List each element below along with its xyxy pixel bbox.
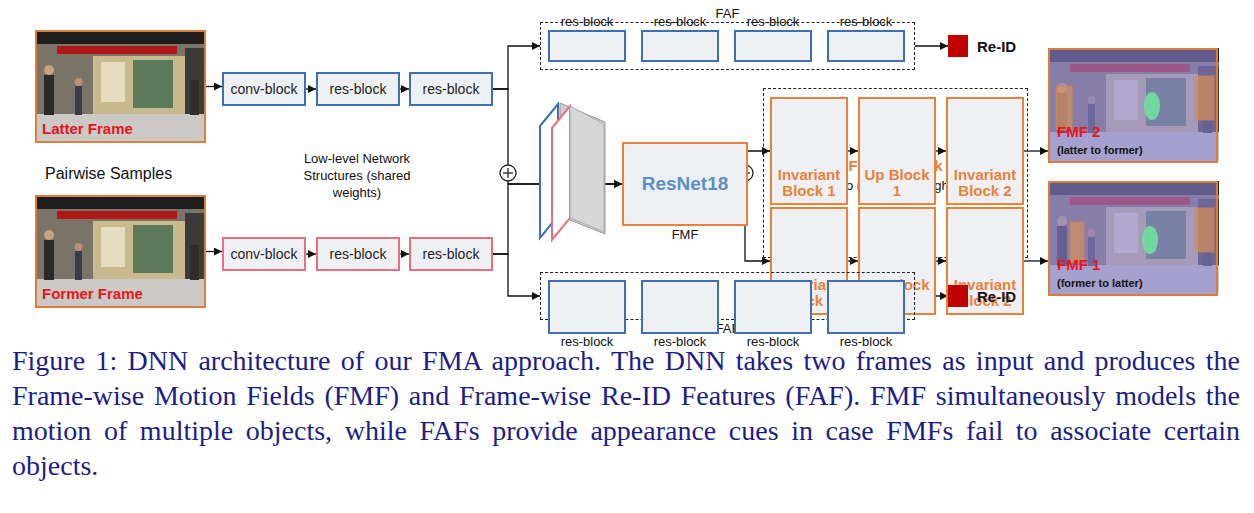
connector-arrow	[206, 86, 222, 87]
fmf-block: Invariant Block 2	[946, 97, 1024, 205]
motion-field-image	[1048, 48, 1219, 163]
fmf-output: FMF 2 (latter to former)	[1048, 48, 1218, 163]
frame-photo	[35, 30, 206, 143]
network-block: res-block	[409, 72, 493, 106]
network-block: res-block	[409, 237, 493, 271]
figure-caption: Figure 1: DNN architecture of our FMA ap…	[12, 343, 1240, 483]
node-label: FMF 1	[1057, 256, 1100, 273]
node-label: Re-ID	[977, 288, 1016, 305]
reid-output: Re-ID	[948, 285, 1016, 307]
node-label: FMF	[614, 227, 756, 242]
node-label: res-block	[423, 81, 480, 97]
node-label: Up Block 1	[860, 167, 934, 199]
node-label: res-block	[736, 14, 810, 30]
motion-field-image	[1048, 181, 1219, 296]
connector-arrow	[745, 184, 770, 261]
node-label: res-block	[643, 14, 717, 30]
connector-arrow	[493, 254, 540, 296]
connector-arrow	[915, 45, 948, 46]
fmf-block: Up Block 1	[858, 97, 936, 205]
input-frame: Latter Frame	[35, 30, 206, 143]
node-label: (former to latter)	[1057, 277, 1143, 289]
node-label: (latter to former)	[1057, 144, 1143, 156]
node-label: res-block	[330, 246, 387, 262]
network-block: res-block	[734, 280, 812, 334]
connector-arrow	[936, 150, 946, 151]
shared-network-note: Low-level Network Structures (shared wei…	[287, 150, 427, 201]
reid-output: Re-ID	[948, 35, 1016, 57]
network-block: res-block	[316, 72, 400, 106]
faf-group: FAFres-blockres-blockres-blockres-block	[540, 22, 915, 70]
node-label: ResNet18	[642, 173, 729, 195]
node-label: Invariant Block 1	[772, 167, 846, 199]
network-block: res-block	[316, 237, 400, 271]
network-block: res-block	[641, 280, 719, 334]
feature-stack	[540, 103, 605, 240]
network-block: res-block	[827, 30, 905, 62]
node-label: res-block	[423, 246, 480, 262]
connector-arrow	[206, 251, 222, 252]
input-label: Pairwise Samples	[45, 165, 205, 182]
connector-arrow	[848, 260, 858, 261]
network-block: conv-block	[222, 237, 306, 271]
reid-square	[948, 285, 968, 307]
node-label: FMF 2	[1057, 123, 1100, 140]
node-label: Latter Frame	[42, 120, 133, 137]
node-label: Former Frame	[42, 285, 143, 302]
connector-arrow	[400, 253, 409, 254]
network-block: res-block	[548, 280, 626, 334]
connector-arrow	[306, 88, 316, 89]
network-block: res-block	[734, 30, 812, 62]
connector-arrow	[936, 260, 946, 261]
reid-square	[948, 35, 968, 57]
node-label: conv-block	[231, 246, 298, 262]
node-label: res-block	[550, 14, 624, 30]
connector-arrow	[400, 88, 409, 89]
connector-arrow	[1024, 260, 1048, 261]
connector-arrow	[493, 46, 540, 89]
fmf-network-group: FMF Network(do not share weight)Invarian…	[763, 88, 1028, 258]
network-block: res-block	[548, 30, 626, 62]
network-block: conv-block	[222, 72, 306, 106]
connector-arrow	[306, 253, 316, 254]
node-label: Invariant Block 2	[948, 167, 1022, 199]
frame-photo	[35, 195, 206, 308]
sum-symbol	[500, 165, 516, 181]
node-label: res-block	[330, 81, 387, 97]
connector-arrow	[848, 150, 858, 151]
node-label: res-block	[829, 14, 903, 30]
fmf-block: Invariant Block 1	[770, 97, 848, 205]
faf-group: FAFres-blockres-blockres-blockres-block	[540, 272, 915, 320]
node-label: Re-ID	[977, 38, 1016, 55]
network-block: res-block	[827, 280, 905, 334]
input-frame: Former Frame	[35, 195, 206, 308]
resnet-box: ResNet18FMF	[622, 142, 748, 226]
node-label: conv-block	[231, 81, 298, 97]
network-block: res-block	[641, 30, 719, 62]
fmf-output: FMF 1 (former to latter)	[1048, 181, 1218, 296]
